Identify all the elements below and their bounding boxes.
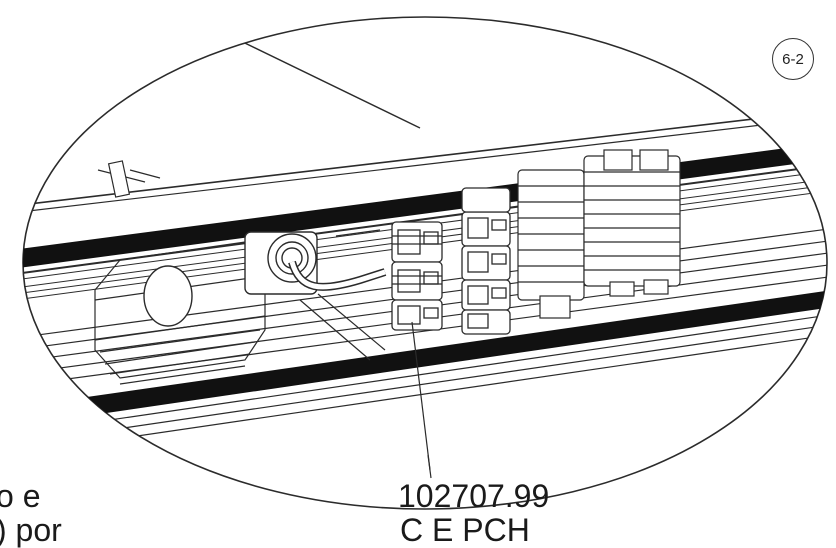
terminal-column-middle xyxy=(461,187,511,335)
terminal-stack-right xyxy=(517,149,681,319)
terminal-column-left xyxy=(391,221,443,331)
panel-edge-upper xyxy=(23,109,827,206)
bracket-diagonals xyxy=(299,229,386,361)
step-badge: 6-2 xyxy=(772,38,814,80)
technical-illustration xyxy=(22,16,828,510)
stepped-bracket xyxy=(94,241,266,385)
pin-connector xyxy=(97,160,161,198)
callout-leader-tail xyxy=(427,454,432,479)
diagram-canvas: 6-2 102707.99 o e ) por C E PCH xyxy=(0,16,828,548)
clipped-text-left-1: o e xyxy=(0,478,41,514)
callout-leader xyxy=(411,321,431,471)
panel-edge-lower xyxy=(23,116,827,213)
mounting-hole xyxy=(143,265,193,327)
clipped-text-right: C E PCH xyxy=(400,512,530,548)
panel-seam xyxy=(217,29,421,129)
rail-bottom xyxy=(23,289,827,429)
part-number-label: 102707.99 xyxy=(398,478,550,514)
clipped-text-left-2: ) por xyxy=(0,512,62,548)
